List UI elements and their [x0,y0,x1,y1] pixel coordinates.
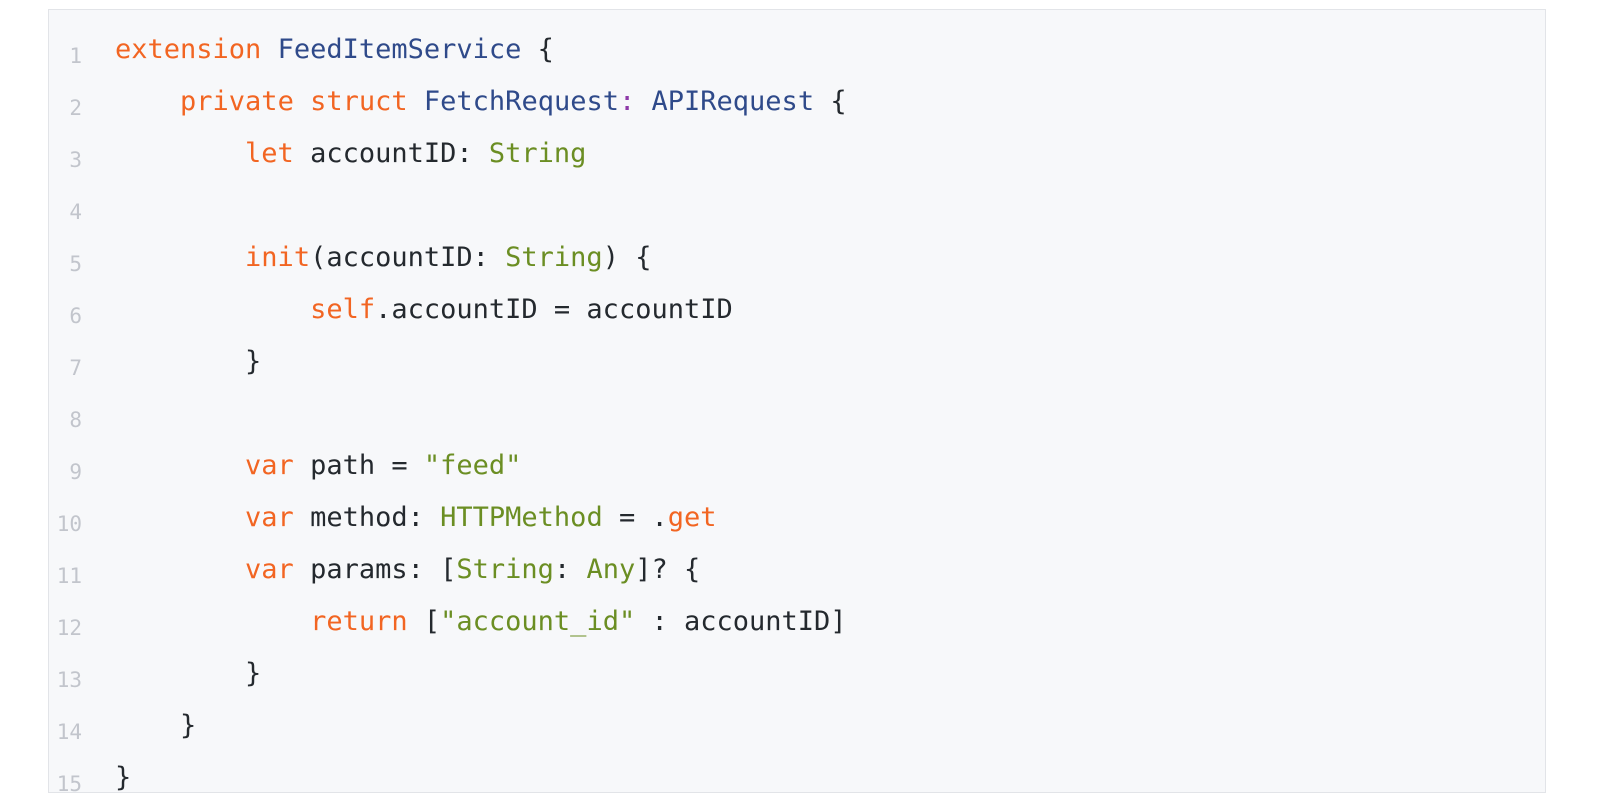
line-number: 6 [69,304,82,328]
code-line: self.accountID = accountID [115,284,847,336]
code-token [115,554,245,585]
code-token: : [618,86,636,117]
code-line: var path = "feed" [115,440,847,492]
code-token: var [245,502,294,533]
code-token: } [115,658,262,689]
code-token: FeedItemService [277,34,522,65]
code-token: String [505,242,603,273]
code-token [294,86,310,117]
line-number: 8 [69,408,82,432]
line-number: 9 [69,460,82,484]
code-line: return ["account_id" : accountID] [115,596,847,648]
code-token: HTTPMethod [440,502,603,533]
code-line: private struct FetchRequest: APIRequest … [115,76,847,128]
code-token: } [115,762,132,793]
line-number: 4 [69,200,82,224]
code-line: ​ [115,388,847,440]
code-token: self [310,294,376,325]
code-token: "account_id" [440,606,636,637]
code-token: ) { [602,242,652,273]
code-token: [ [407,606,441,637]
code-token: extension [115,34,262,65]
code-token: method: [293,502,441,533]
code-token [408,86,424,117]
code-token [115,294,310,325]
code-token [261,34,277,65]
line-number: 10 [56,512,82,536]
code-token [115,502,245,533]
code-token: Any [586,554,636,585]
line-number: 3 [69,148,82,172]
code-token: struct [310,86,408,117]
code-line: let accountID: String [115,128,847,180]
code-line: var params: [String: Any]? { [115,544,847,596]
code-token: let [245,138,294,169]
code-token [115,450,245,481]
line-number: 13 [56,668,82,692]
code-line: init(accountID: String) { [115,232,847,284]
line-number: 5 [69,252,82,276]
code-token [115,138,245,169]
code-token: get [667,502,717,533]
code-token: init [245,242,311,273]
code-token: "feed" [423,450,522,481]
code-token: path = [293,450,424,481]
code-token: private [180,86,294,117]
code-token: = . [602,502,668,533]
code-token: } [115,346,262,377]
code-token: String [488,138,587,169]
code-line: extension FeedItemService { [115,24,847,76]
code-token: var [245,554,294,585]
code-token: .accountID = accountID [375,294,733,325]
code-token: var [245,450,294,481]
code-line: } [115,336,847,388]
line-number: 1 [69,44,82,68]
code-token: accountID: [293,138,489,169]
code-token: APIRequest [651,86,815,117]
code-token: : accountID] [635,606,847,637]
code-token [115,86,180,117]
code-token [115,242,245,273]
code-line: ​ [115,180,847,232]
line-number: 14 [56,720,82,744]
code-token: } [115,710,197,741]
code-token: FetchRequest [423,86,619,117]
line-number: 11 [56,564,82,588]
code-token [635,86,651,117]
code-line: var method: HTTPMethod = .get [115,492,847,544]
code-token: params: [ [293,554,457,585]
code-line: } [115,700,847,752]
code-token: ]? { [635,554,701,585]
line-number: 2 [69,96,82,120]
code-token: String [456,554,554,585]
code-line: } [115,752,847,804]
code-area[interactable]: extension FeedItemService { private stru… [115,24,847,804]
line-number: 12 [56,616,82,640]
line-number: 7 [69,356,82,380]
code-token: (accountID: [310,242,506,273]
code-token: { [814,86,847,117]
code-token: return [310,606,408,637]
line-number: 15 [56,772,82,796]
code-token [115,606,310,637]
code-token: : [553,554,587,585]
code-line: } [115,648,847,700]
code-token: { [521,34,554,65]
